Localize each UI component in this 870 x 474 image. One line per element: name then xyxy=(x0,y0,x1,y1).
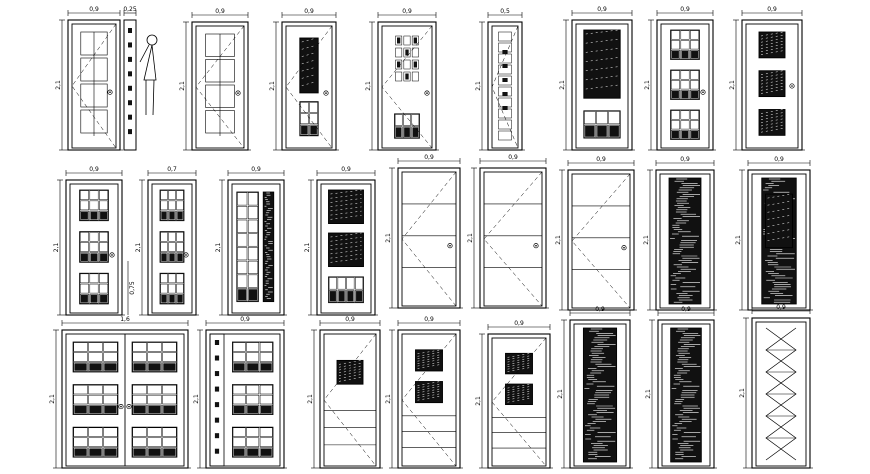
width-dimension-label: 0,9 xyxy=(774,156,784,163)
height-dimension-label: 2,1 xyxy=(735,235,742,245)
height-dimension-label: 2,1 xyxy=(645,389,652,399)
width-dimension-label: 0,9 xyxy=(215,8,225,15)
door-elevation: 0,9 2,1 xyxy=(739,304,813,469)
door-elevation: 0,9 2,1 xyxy=(385,154,463,309)
width-dimension-label: 0,9 xyxy=(767,6,777,13)
door-elevation: 0,9 2,1 xyxy=(643,156,717,311)
door-elevation: 0,9 2,1 xyxy=(555,156,637,311)
door-elevation: 0,9 2,1 xyxy=(467,154,549,309)
width-dimension-label: 0,9 xyxy=(402,8,412,15)
door-elevation: 0,9 2,1 xyxy=(385,316,463,469)
door-elevation: 0,9 2,1 0,25 xyxy=(55,6,158,151)
width-dimension-label: 0,9 xyxy=(597,6,607,13)
height-dimension-label: 2,1 xyxy=(304,243,311,253)
width-dimension-label: 0,9 xyxy=(89,166,99,173)
height-dimension-label: 2,1 xyxy=(385,233,392,243)
door-elevation: 0,5 2,1 xyxy=(475,8,525,151)
door-elevation: 0,9 2,1 xyxy=(179,8,251,151)
height-dimension-label: 2,1 xyxy=(475,396,482,406)
width-dimension-label: 0,9 xyxy=(680,156,690,163)
width-dimension-label: 0,9 xyxy=(508,154,518,161)
height-dimension-label: 2,1 xyxy=(307,394,314,404)
door-elevation: 0,9 2,1 xyxy=(215,166,287,316)
width-dimension-label: 0,9 xyxy=(514,320,524,327)
door-elevation: 0,9 2,1 xyxy=(644,6,716,151)
height-dimension-label: 2,1 xyxy=(559,80,566,90)
width-dimension-label: 0,9 xyxy=(341,166,351,173)
door-elevation: 0,9 2,1 xyxy=(735,156,813,311)
width-dimension-label: 0,9 xyxy=(680,6,690,13)
height-dimension-label: 2,1 xyxy=(729,80,736,90)
height-dimension-label: 2,1 xyxy=(49,394,56,404)
height-dimension-label: 2,1 xyxy=(557,389,564,399)
width-dimension-label: 1,6 xyxy=(120,316,130,323)
door-elevation: 0,9 2,1 xyxy=(269,8,339,151)
width-dimension-label: 0,9 xyxy=(89,6,99,13)
height-dimension-label: 2,1 xyxy=(739,388,746,398)
width-dimension-label: 0,9 xyxy=(424,154,434,161)
height-dimension-label: 2,1 xyxy=(475,81,482,91)
width-dimension-label: 0,9 xyxy=(240,316,250,323)
door-elevation: 0,9 2,1 xyxy=(729,6,805,151)
width-dimension-label: 0,9 xyxy=(424,316,434,323)
width-dimension-label: 0,9 xyxy=(595,306,605,313)
width-dimension-label: 0,25 xyxy=(123,6,137,13)
extra-dimension-label: 0,75 xyxy=(129,281,136,295)
door-elevation: 0,9 2,1 xyxy=(557,306,633,469)
door-elevation: 0,9 2,1 xyxy=(304,166,378,316)
height-dimension-label: 2,1 xyxy=(53,243,60,253)
height-dimension-label: 2,1 xyxy=(55,80,62,90)
door-elevation: 1,6 2,1 xyxy=(49,316,191,469)
door-elevation: 0,7 2,1 xyxy=(135,166,199,316)
width-dimension-label: 0,7 xyxy=(167,166,177,173)
width-dimension-label: 0,9 xyxy=(251,166,261,173)
height-dimension-label: 2,1 xyxy=(644,80,651,90)
door-elevation: 0,9 2,1 xyxy=(307,316,383,469)
height-dimension-label: 2,1 xyxy=(467,233,474,243)
door-elevation: 0,9 2,1 xyxy=(645,306,717,469)
door-elevation: 0,9 2,1 0,75 xyxy=(53,166,136,316)
width-dimension-label: 0,9 xyxy=(304,8,314,15)
height-dimension-label: 2,1 xyxy=(215,243,222,253)
height-dimension-label: 2,1 xyxy=(555,235,562,245)
height-dimension-label: 2,1 xyxy=(365,81,372,91)
width-dimension-label: 0,9 xyxy=(596,156,606,163)
height-dimension-label: 2,1 xyxy=(193,394,200,404)
height-dimension-label: 2,1 xyxy=(385,394,392,404)
height-dimension-label: 2,1 xyxy=(179,81,186,91)
person-figure xyxy=(146,34,158,46)
height-dimension-label: 2,1 xyxy=(135,243,142,253)
height-dimension-label: 2,1 xyxy=(269,81,276,91)
door-elevation: 0,9 2,1 xyxy=(365,8,439,151)
width-dimension-label: 0,9 xyxy=(681,306,691,313)
width-dimension-label: 0,9 xyxy=(776,304,786,311)
width-dimension-label: 0,5 xyxy=(500,8,510,15)
width-dimension-label: 0,9 xyxy=(345,316,355,323)
door-elevation: 0,9 2,1 xyxy=(559,6,635,151)
height-dimension-label: 2,1 xyxy=(643,235,650,245)
door-elevation: 0,9 2,1 xyxy=(193,316,287,469)
door-elevation: 0,9 2,1 xyxy=(475,320,553,469)
